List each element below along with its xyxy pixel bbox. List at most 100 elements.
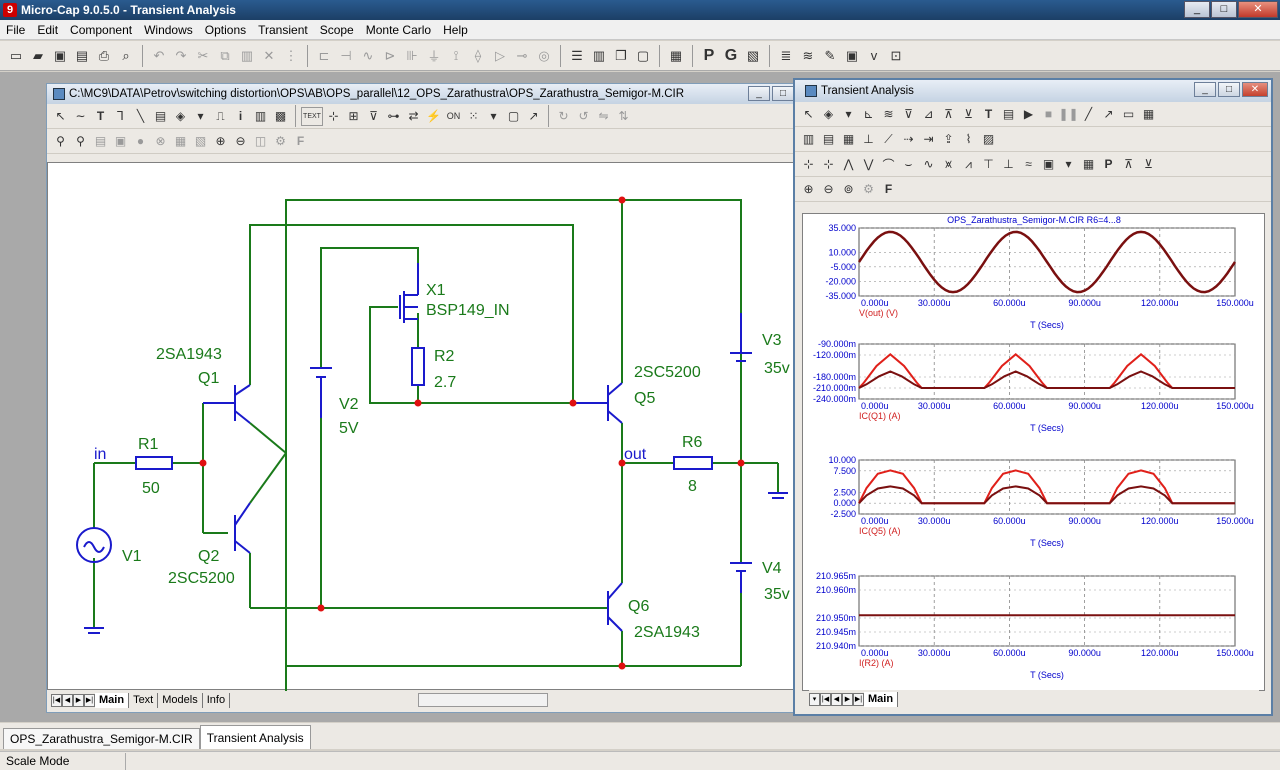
next-interpolated-icon[interactable]: ⇥ bbox=[923, 132, 934, 146]
tab-info[interactable]: Info bbox=[203, 692, 231, 708]
font-icon[interactable]: F bbox=[296, 134, 305, 148]
menu-scope[interactable]: Scope bbox=[319, 22, 354, 37]
properties-icon[interactable]: ▤ bbox=[1002, 107, 1015, 121]
last-page-icon[interactable]: ▶| bbox=[84, 693, 95, 707]
menu-windows[interactable]: Windows bbox=[144, 22, 193, 37]
save-all-icon[interactable]: ▤ bbox=[75, 47, 89, 63]
dropdown-icon[interactable]: ▾ bbox=[197, 109, 204, 123]
horizontal-scrollbar[interactable] bbox=[418, 693, 549, 707]
border-icon[interactable]: ▢ bbox=[507, 109, 520, 123]
source-v1[interactable] bbox=[76, 527, 112, 563]
minor-log-icon[interactable]: ⟋ bbox=[884, 131, 893, 146]
zoom-window-icon[interactable]: ⊡ bbox=[890, 47, 902, 63]
probe-voltage-icon[interactable]: ⊽ bbox=[369, 109, 378, 123]
schematic-minimize-button[interactable]: _ bbox=[748, 86, 770, 101]
print-preview-icon[interactable]: ⌕ bbox=[122, 47, 130, 63]
dropdown-icon[interactable]: ▾ bbox=[1065, 157, 1072, 171]
window-icon[interactable]: ▢ bbox=[636, 47, 650, 63]
settings-icon[interactable]: ⚙ bbox=[275, 134, 286, 148]
tile-vertical-icon[interactable]: ▥ bbox=[592, 47, 606, 63]
source-v3[interactable] bbox=[730, 313, 752, 362]
global-icon[interactable]: G bbox=[724, 46, 738, 64]
next-page-icon[interactable]: ▶ bbox=[73, 693, 84, 707]
rotate-icon[interactable]: ↻ bbox=[558, 109, 569, 123]
menu-monte-carlo[interactable]: Monte Carlo bbox=[365, 22, 432, 37]
open-folder-icon[interactable]: ▰ bbox=[33, 47, 43, 63]
node-numbers-icon[interactable]: ⊹ bbox=[328, 109, 339, 123]
point-tag-icon[interactable]: ⊼ bbox=[944, 107, 953, 121]
chart-options-icon[interactable]: ▨ bbox=[982, 132, 995, 146]
npn-icon[interactable]: ⟟ bbox=[453, 47, 459, 63]
stop-icon[interactable]: ■ bbox=[1044, 107, 1053, 121]
last-page-icon[interactable]: ▶| bbox=[853, 692, 864, 706]
pause-icon[interactable]: ❚❚ bbox=[1058, 107, 1079, 121]
top-icon[interactable]: ⊤ bbox=[983, 157, 994, 171]
on-state-icon[interactable]: ON bbox=[446, 111, 461, 121]
cursor-left-icon[interactable]: ⊹ bbox=[803, 157, 814, 171]
menu-help[interactable]: Help bbox=[443, 22, 468, 37]
wire-icon[interactable]: ∼ bbox=[75, 109, 86, 123]
diagonal-wire-icon[interactable]: ╲ bbox=[136, 109, 145, 123]
save-icon[interactable]: ▣ bbox=[53, 47, 67, 63]
chip-icon[interactable]: ▣ bbox=[1042, 157, 1055, 171]
grid-coarse-icon[interactable]: ▦ bbox=[842, 132, 855, 146]
doc-tab-schematic[interactable]: OPS_Zarathustra_Semigor-M.CIR bbox=[3, 728, 200, 749]
menu-transient[interactable]: Transient bbox=[258, 22, 308, 37]
flag-icon[interactable]: ▤ bbox=[154, 109, 167, 123]
transistor-q1[interactable] bbox=[203, 384, 251, 424]
close-button[interactable]: ✕ bbox=[1238, 1, 1278, 18]
resistor-r1[interactable] bbox=[135, 456, 173, 470]
pin-connections-icon[interactable]: ⊶ bbox=[387, 109, 400, 123]
find-all-icon[interactable]: ⚲ bbox=[76, 134, 85, 148]
window-tool-icon[interactable]: ⎍ bbox=[216, 108, 225, 123]
delete-icon[interactable]: ✕ bbox=[263, 47, 275, 63]
menu-component[interactable]: Component bbox=[70, 22, 133, 37]
zoom-out-icon[interactable]: ⊖ bbox=[823, 182, 834, 196]
list-icon[interactable]: ▤ bbox=[94, 134, 107, 148]
high-icon[interactable]: ⌒ bbox=[882, 157, 895, 172]
ground-icon[interactable]: ⏚ bbox=[427, 49, 441, 64]
grid-fine-icon[interactable]: ▥ bbox=[802, 132, 815, 146]
resistor-r6[interactable] bbox=[673, 456, 713, 470]
global-low-icon[interactable]: ⩘ bbox=[965, 156, 972, 171]
grid-medium-icon[interactable]: ▤ bbox=[822, 132, 835, 146]
camera-icon[interactable]: ◫ bbox=[254, 134, 267, 148]
font-icon[interactable]: F bbox=[884, 182, 893, 196]
source-v4[interactable] bbox=[730, 562, 752, 593]
next-max-icon[interactable]: ⇪ bbox=[943, 132, 954, 146]
resistor-icon[interactable]: ⊏ bbox=[318, 47, 330, 63]
tag-icon[interactable]: ≋ bbox=[883, 107, 894, 121]
inflection-icon[interactable]: ∿ bbox=[923, 157, 934, 171]
menu-edit[interactable]: Edit bbox=[37, 22, 59, 37]
transistor-q6[interactable] bbox=[607, 582, 623, 632]
cut-icon[interactable]: ✂ bbox=[197, 47, 209, 63]
first-page-icon[interactable]: |◀ bbox=[51, 693, 62, 707]
text-tool-icon[interactable]: T bbox=[96, 109, 105, 123]
waveform-icon[interactable]: ≋ bbox=[802, 47, 814, 63]
mirror-icon[interactable]: ⇋ bbox=[598, 109, 609, 123]
prev-page-icon[interactable]: ◀ bbox=[831, 692, 842, 706]
run-icon[interactable]: ▶ bbox=[1023, 107, 1034, 121]
ungroup-icon[interactable]: ▧ bbox=[194, 134, 207, 148]
bottom-icon[interactable]: ⊥ bbox=[1003, 157, 1014, 171]
battery-icon[interactable]: ⊪ bbox=[406, 47, 418, 63]
source-icon[interactable]: ◎ bbox=[538, 47, 550, 63]
analysis-close-button[interactable]: ✕ bbox=[1242, 82, 1268, 97]
dropdown-icon[interactable]: ▾ bbox=[809, 692, 820, 706]
p-key-icon[interactable]: P bbox=[1104, 157, 1113, 171]
power-icon[interactable]: ⚡ bbox=[426, 109, 441, 123]
component-icon[interactable]: ◈ bbox=[175, 109, 186, 123]
copy-icon[interactable]: ⧉ bbox=[220, 47, 230, 63]
paste-icon[interactable]: ▥ bbox=[240, 47, 254, 63]
select-all-icon[interactable]: ⋮ bbox=[284, 47, 298, 63]
pin-icon[interactable]: P bbox=[703, 46, 715, 64]
tab-main[interactable]: Main bbox=[864, 691, 899, 707]
tag-horizontal-icon[interactable]: ⊻ bbox=[1144, 157, 1153, 171]
schematic-canvas[interactable]: 2SA1943 Q1 Q2 2SC5200 2SC5200 Q5 Q6 2SA1… bbox=[47, 162, 797, 691]
rotate-back-icon[interactable]: ↺ bbox=[578, 109, 589, 123]
text-toggle-button[interactable]: TEXT bbox=[301, 106, 323, 126]
settings-icon[interactable]: ⚙ bbox=[863, 182, 874, 196]
data-points-icon[interactable]: ⌇ bbox=[965, 132, 972, 146]
capacitor-icon[interactable]: ⊣ bbox=[340, 47, 352, 63]
rectangle-icon[interactable]: ▭ bbox=[1122, 107, 1135, 121]
